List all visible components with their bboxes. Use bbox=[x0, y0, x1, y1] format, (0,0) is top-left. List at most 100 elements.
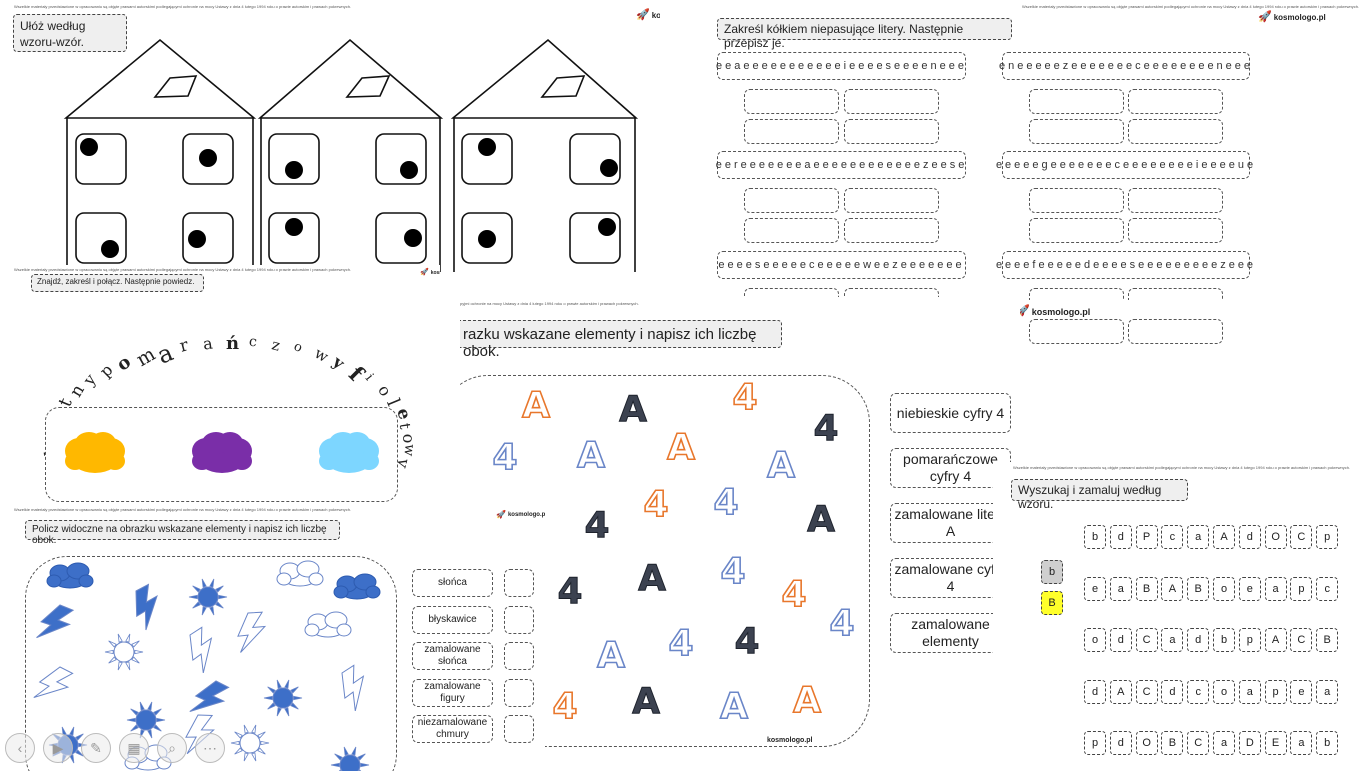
weather-instruction-text: Policz widoczne na obrazku wskazane elem… bbox=[32, 524, 327, 546]
search-cell[interactable]: A bbox=[1264, 628, 1287, 652]
search-cell[interactable]: d bbox=[1238, 525, 1261, 549]
search-cell[interactable]: C bbox=[1290, 525, 1313, 549]
letter-row-right-2: eeeeegeeeeeeeceeeeeeeeieeeeue bbox=[996, 151, 1253, 179]
answer-box[interactable] bbox=[1128, 89, 1223, 114]
logo-label: kosmologo.pl bbox=[1031, 306, 1091, 317]
answer-box[interactable] bbox=[1029, 319, 1124, 344]
search-cell[interactable]: a bbox=[1290, 731, 1313, 755]
glyph-digit-4: 4 bbox=[492, 437, 517, 478]
search-cell[interactable]: A bbox=[1213, 525, 1235, 549]
search-cell[interactable]: e bbox=[1084, 576, 1106, 601]
sheet-houses: Wszelkie materiały przedstawione w oprac… bbox=[0, 0, 660, 272]
colored-cloud bbox=[319, 432, 379, 473]
rocket-icon: 🚀 bbox=[1258, 11, 1272, 23]
play-icon[interactable]: ▶ bbox=[43, 733, 73, 763]
search-cell[interactable]: o bbox=[1213, 679, 1235, 704]
sheet-search: Wszelkie materiały przedstawione w oprac… bbox=[993, 462, 1361, 771]
answer-box[interactable] bbox=[844, 188, 939, 213]
house-2-window bbox=[345, 75, 391, 98]
answer-box[interactable] bbox=[744, 89, 839, 114]
search-cell[interactable]: p bbox=[1084, 731, 1106, 755]
prev-icon[interactable]: ‹ bbox=[5, 733, 35, 763]
letters-instruction: Zakreśl kółkiem niepasujące litery. Nast… bbox=[717, 18, 1012, 50]
answer-box[interactable] bbox=[1029, 119, 1124, 144]
answer-box[interactable] bbox=[1029, 218, 1124, 243]
copyright-note-3: Wszelkie materiały przedstawione w oprac… bbox=[14, 267, 352, 272]
search-cell[interactable]: c bbox=[1316, 576, 1339, 601]
search-cell[interactable]: p bbox=[1238, 628, 1261, 652]
search-cell[interactable]: o bbox=[1213, 576, 1235, 601]
weather-answer-box[interactable] bbox=[504, 679, 534, 707]
weather-answer-box[interactable] bbox=[504, 715, 534, 743]
more-icon[interactable]: ⋯ bbox=[195, 733, 225, 763]
search-cell[interactable]: E bbox=[1264, 731, 1287, 755]
search-cell[interactable]: a bbox=[1238, 679, 1261, 704]
answer-box[interactable] bbox=[1128, 218, 1223, 243]
answer-box[interactable] bbox=[1029, 188, 1124, 213]
search-cell[interactable]: O bbox=[1264, 525, 1287, 549]
search-cell[interactable]: e bbox=[1238, 576, 1261, 601]
search-cell[interactable]: a bbox=[1213, 731, 1235, 755]
search-cell[interactable]: o bbox=[1084, 628, 1106, 652]
weather-answer-box[interactable] bbox=[504, 569, 534, 597]
answer-box[interactable] bbox=[1128, 188, 1223, 213]
pen-icon[interactable]: ✎ bbox=[81, 733, 111, 763]
search-cell[interactable]: d bbox=[1109, 628, 1132, 652]
weather-answer-box[interactable] bbox=[504, 606, 534, 634]
search-cell[interactable]: B bbox=[1316, 628, 1339, 652]
search-cell[interactable]: P bbox=[1135, 525, 1158, 549]
search-cell[interactable]: a bbox=[1161, 628, 1184, 652]
answer-box[interactable] bbox=[1128, 119, 1223, 144]
search-cell[interactable]: B bbox=[1187, 576, 1210, 601]
zoom-icon[interactable]: ⌕ bbox=[157, 733, 187, 763]
search-cell[interactable]: B bbox=[1161, 731, 1184, 755]
search-cell[interactable]: B bbox=[1135, 576, 1158, 601]
search-cell[interactable]: e bbox=[1290, 679, 1313, 704]
search-cell[interactable]: d bbox=[1109, 731, 1132, 755]
search-cell[interactable]: d bbox=[1084, 679, 1106, 704]
search-cell[interactable]: c bbox=[1161, 525, 1184, 549]
answer-box[interactable] bbox=[1128, 288, 1223, 300]
answer-box[interactable] bbox=[1029, 89, 1124, 114]
glyph-letter-a: A bbox=[638, 558, 666, 599]
search-cell[interactable]: a bbox=[1316, 679, 1339, 704]
search-cell[interactable]: p bbox=[1264, 679, 1287, 704]
search-cell[interactable]: b bbox=[1084, 525, 1106, 549]
answer-box[interactable] bbox=[744, 218, 839, 243]
search-cell[interactable]: d bbox=[1161, 679, 1184, 704]
search-cell[interactable]: d bbox=[1187, 628, 1210, 652]
search-cell[interactable]: O bbox=[1135, 731, 1158, 755]
search-cell[interactable]: a bbox=[1264, 576, 1287, 601]
search-cell[interactable]: C bbox=[1187, 731, 1210, 755]
weather-answer-box[interactable] bbox=[504, 642, 534, 670]
search-cell[interactable]: d bbox=[1109, 525, 1132, 549]
search-cell[interactable]: A bbox=[1109, 679, 1132, 704]
search-cell[interactable]: a bbox=[1109, 576, 1132, 601]
answer-box[interactable] bbox=[1128, 319, 1223, 344]
answer-box[interactable] bbox=[1029, 288, 1124, 300]
glyph-letter-a: A bbox=[522, 385, 550, 426]
answer-box[interactable] bbox=[844, 89, 939, 114]
search-cell[interactable]: a bbox=[1187, 525, 1210, 549]
search-cell[interactable]: p bbox=[1290, 576, 1313, 601]
filled-lightning bbox=[135, 583, 158, 631]
search-cell[interactable]: D bbox=[1238, 731, 1261, 755]
logo-label: kosmologo.pl bbox=[430, 269, 440, 276]
answer-box[interactable] bbox=[744, 188, 839, 213]
answer-box[interactable] bbox=[844, 218, 939, 243]
glyph-letter-a: A bbox=[632, 681, 660, 722]
search-cell[interactable]: C bbox=[1290, 628, 1313, 652]
weather-label-lightning: błyskawice bbox=[412, 606, 493, 634]
search-cell[interactable]: C bbox=[1135, 679, 1158, 704]
search-cell[interactable]: C bbox=[1135, 628, 1158, 652]
filled-sun bbox=[263, 679, 303, 717]
answer-box[interactable] bbox=[844, 119, 939, 144]
search-cell[interactable]: b bbox=[1316, 731, 1339, 755]
slides-icon[interactable]: ▦ bbox=[119, 733, 149, 763]
search-cell[interactable]: c bbox=[1187, 679, 1210, 704]
search-cell[interactable]: A bbox=[1161, 576, 1184, 601]
search-cell[interactable]: b bbox=[1213, 628, 1235, 652]
search-cell[interactable]: p bbox=[1316, 525, 1339, 549]
answer-box[interactable] bbox=[744, 119, 839, 144]
